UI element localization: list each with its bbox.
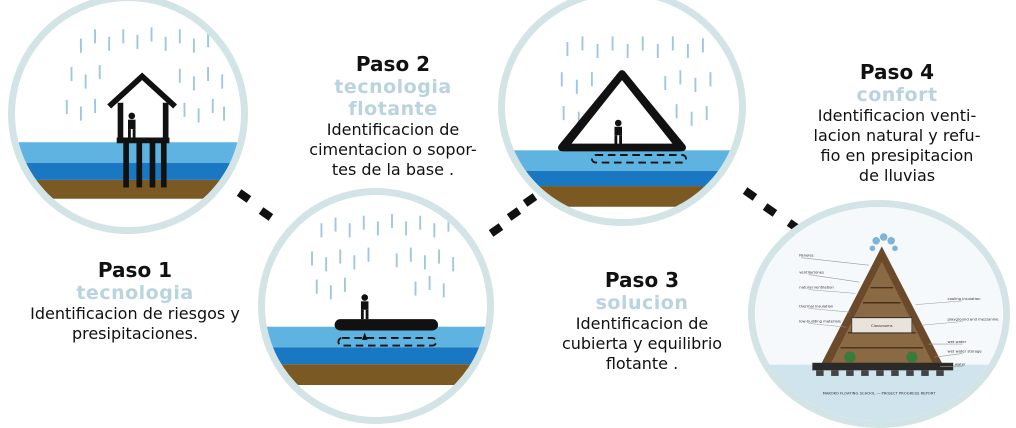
step2-subtitle: tecnologia bbox=[334, 76, 452, 98]
step2-text: Paso 2 tecnologia flotante Identificacio… bbox=[282, 52, 504, 180]
step1-title: Paso 1 bbox=[97, 258, 173, 282]
step4-desc-line: fio en presipitacion bbox=[820, 146, 974, 165]
classroom-section bbox=[851, 317, 913, 334]
poster-label: ventilaciones bbox=[799, 271, 824, 275]
step4-desc-line: de lluvias bbox=[858, 166, 936, 185]
step1-illustration bbox=[8, 0, 248, 234]
step3-desc-line: cubierta y equilibrio bbox=[561, 334, 723, 353]
step3-desc-line: Identificacion de bbox=[575, 314, 709, 333]
step2-desc-line: cimentacion o sopor- bbox=[309, 140, 477, 159]
step3-illustration bbox=[498, 0, 746, 226]
step3-subtitle: solucion bbox=[595, 292, 689, 314]
poster-label: low-building materials bbox=[799, 319, 841, 323]
submerged-float bbox=[590, 154, 687, 164]
poster-label: Paneles bbox=[799, 254, 813, 258]
anchor-icon bbox=[361, 332, 368, 340]
poster-label: playground and mezzanine bbox=[948, 318, 1000, 322]
step2-subtitle: flotante bbox=[348, 98, 438, 120]
submerged-float bbox=[337, 337, 438, 347]
poster-label: wet water storage bbox=[948, 349, 983, 353]
step3-desc-line: flotante . bbox=[605, 354, 679, 373]
connector-dash bbox=[742, 187, 758, 201]
step3-title: Paso 3 bbox=[604, 268, 680, 292]
cloud-icon bbox=[869, 233, 898, 252]
step3-text: Paso 3 solucion Identificacion de cubier… bbox=[530, 268, 754, 374]
poster-label: wet water bbox=[948, 340, 967, 344]
poster-footer: MAKOKO FLOATING SCHOOL — PROJECT PROGRES… bbox=[823, 392, 936, 396]
poster-label: natural ventilation bbox=[799, 286, 834, 290]
step4-desc-line: Identificacion venti- bbox=[817, 106, 977, 125]
step2-title: Paso 2 bbox=[355, 52, 431, 76]
step1-desc-line: Identificacion de riesgos y bbox=[30, 304, 240, 323]
step2-desc-line: tes de la base . bbox=[331, 160, 455, 179]
step2-illustration bbox=[258, 188, 494, 424]
soil-layer bbox=[265, 364, 487, 386]
deep-water-layer bbox=[505, 171, 739, 187]
stilt-house-icon bbox=[107, 72, 177, 188]
step2-desc-line: Identificacion de bbox=[326, 120, 460, 139]
step4-desc-line: lacion natural y refu- bbox=[813, 126, 981, 145]
a-frame-building-icon bbox=[812, 246, 954, 376]
connector-dash bbox=[506, 207, 522, 221]
person-icon bbox=[128, 112, 136, 139]
poster-label: net water bbox=[948, 363, 966, 367]
soil-layer bbox=[15, 179, 241, 199]
step1-subtitle: tecnologia bbox=[76, 282, 194, 304]
step4-subtitle: confort bbox=[856, 84, 938, 106]
poster-label: thermal insulation bbox=[799, 304, 834, 308]
step1-desc-line: presipitaciones. bbox=[71, 324, 199, 343]
person-icon bbox=[614, 119, 622, 145]
step4-text: Paso 4 confort Identificacion venti- lac… bbox=[790, 60, 1004, 186]
connector-dash bbox=[488, 223, 504, 237]
floating-base bbox=[812, 362, 954, 371]
rain-icon bbox=[311, 213, 455, 300]
step4-title: Paso 4 bbox=[859, 60, 935, 84]
rain-icon bbox=[560, 36, 712, 126]
poster-label: cooling insulation bbox=[948, 297, 982, 301]
step4-illustration: Paneles ventilaciones natural ventilatio… bbox=[748, 200, 1010, 428]
rain-icon bbox=[65, 27, 225, 123]
connector-dash bbox=[258, 207, 274, 221]
step1-text: Paso 1 tecnologia Identificacion de ries… bbox=[10, 258, 260, 344]
water-layer bbox=[505, 150, 739, 171]
water-layer bbox=[265, 326, 487, 348]
deep-water-layer bbox=[265, 347, 487, 365]
person-icon bbox=[360, 294, 369, 320]
floating-platform-icon bbox=[334, 319, 439, 331]
soil-layer bbox=[505, 186, 739, 207]
poster-label: Classrooms bbox=[871, 324, 893, 328]
